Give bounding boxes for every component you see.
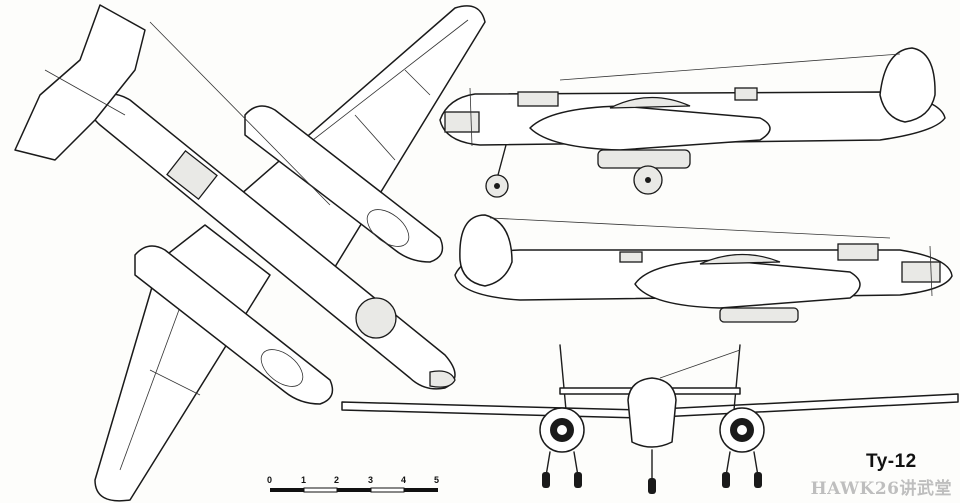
side-view-left xyxy=(439,47,946,198)
scale-bar: 0 1 2 3 4 5 xyxy=(267,475,439,493)
plan-rear-cockpit xyxy=(166,149,218,201)
side1-nacelle xyxy=(529,105,771,151)
scale-tick-5: 5 xyxy=(434,475,439,485)
front-fuselage xyxy=(627,377,677,448)
front-view xyxy=(341,344,959,494)
model-designation: Ty-12 xyxy=(866,451,917,472)
watermark: HAWK26讲武堂 xyxy=(810,479,952,499)
plan-wing-lower xyxy=(94,224,271,502)
plan-tailplane xyxy=(14,4,146,161)
plan-view xyxy=(14,4,486,502)
side1-fin xyxy=(879,47,936,123)
plan-wing-upper xyxy=(239,5,486,276)
side-view-right xyxy=(454,214,953,323)
scale-tick-2: 2 xyxy=(334,475,339,485)
scale-tick-3: 3 xyxy=(368,475,373,485)
plan-nacelle-upper xyxy=(244,105,444,263)
scale-tick-4: 4 xyxy=(401,475,406,485)
side2-nacelle xyxy=(634,259,861,309)
plan-nacelle-lower xyxy=(134,245,334,405)
side1-cockpit xyxy=(517,91,559,107)
scale-tick-1: 1 xyxy=(301,475,306,485)
plan-front-cockpit xyxy=(355,297,397,339)
scale-tick-0: 0 xyxy=(267,475,272,485)
side2-cockpit xyxy=(837,243,879,261)
side2-fin xyxy=(459,214,513,287)
